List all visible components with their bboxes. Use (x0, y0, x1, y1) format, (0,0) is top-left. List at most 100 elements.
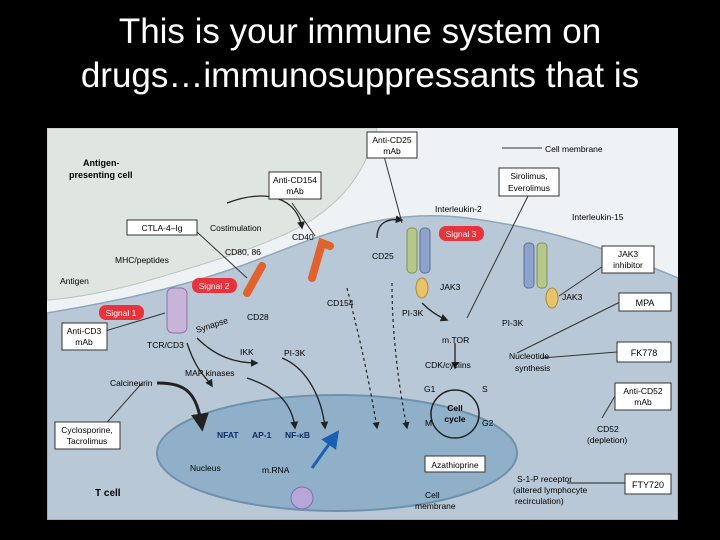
cd40-arrow-shape (308, 237, 334, 282)
anti-cd52-label-2: mAb (634, 397, 652, 407)
mpa-box (618, 292, 672, 312)
s1p-label-3: recirculation) (515, 496, 564, 506)
pointer-ctla4 (196, 231, 248, 279)
jak3-inhibitor-box (601, 245, 655, 274)
cell-membrane-bottom-label-2: membrane (415, 501, 456, 511)
arrow-tcr-to-map (186, 342, 213, 388)
il15-receptor-shape-2 (536, 242, 548, 289)
cd52-label-1: CD52 (597, 424, 619, 434)
sirolimus-label-2: Everolimus (508, 183, 550, 193)
tcr-cd3-label: TCR/CD3 (147, 340, 184, 350)
immunosuppressant-diagram: Anti-CD25 mAb Anti-CD154 mAb Sirolimus, … (47, 128, 678, 520)
cyclosporine-label-1: Cyclosporine, (61, 425, 113, 435)
cell-membrane-top-label: Cell membrane (545, 144, 603, 154)
slide-title-line-1: This is your immune system on (118, 12, 602, 51)
tcr-shape (166, 287, 188, 334)
antigen-label: Antigen (60, 276, 89, 286)
cd28-arrow-shape (243, 262, 266, 297)
signal1-badge (99, 305, 144, 320)
cd40-label: CD40 (292, 232, 314, 242)
jak3-inhibitor-label-1: JAK3 (618, 249, 639, 259)
apc-label-1: Antigen- (83, 158, 120, 168)
arrow-cd25-dashed (391, 282, 410, 430)
cd25-receptor-shape-2 (419, 227, 431, 274)
slide-title: This is your immune system on drugs…immu… (0, 10, 720, 98)
cd52-label-2: (depletion) (587, 435, 627, 445)
anti-cd154-label-1: Anti-CD154 (273, 175, 317, 185)
t-cell-label: T cell (95, 488, 121, 499)
pi3k-a-label: PI-3K (402, 308, 424, 318)
interleukin15-label: Interleukin-15 (572, 212, 624, 222)
sirolimus-box (498, 167, 560, 197)
anti-cd3-box (61, 322, 108, 351)
pi3k-c-label: PI-3K (284, 348, 306, 358)
pointer-cyclosporine (101, 382, 143, 429)
ctla4-label: CTLA-4–Ig (141, 223, 182, 233)
costimulation-label: Costimulation (210, 223, 262, 233)
signal3-badge (439, 226, 484, 241)
g1-label: G1 (424, 384, 436, 394)
arrow-calcineurin-to-nfat (156, 381, 209, 432)
nucleotide-label-1: Nucleotide (509, 351, 549, 361)
interleukin2-label: Interleukin-2 (435, 204, 482, 214)
sirolimus-label-1: Sirolimus, (510, 171, 547, 181)
mrna-label: m.RNA (262, 465, 290, 475)
cd154-label: CD154 (327, 298, 354, 308)
apc-label-2: presenting cell (69, 170, 133, 180)
cell-membrane-bottom-label-1: Cell (425, 490, 440, 500)
mhc-label: MHC/peptides (115, 255, 169, 265)
calcineurin-label: Calcineurin (110, 378, 153, 388)
anti-cd3-label-2: mAb (75, 337, 93, 347)
cd25-receptor-shape (406, 227, 418, 274)
pointer-mpa (516, 301, 621, 354)
nfat-label: NFAT (217, 430, 239, 440)
signal3-label: Signal 3 (446, 229, 477, 239)
transcription-arrow (310, 430, 340, 469)
fty720-box (624, 473, 672, 495)
nucleotide-label-2: synthesis (515, 363, 550, 373)
jak3-shape (415, 277, 429, 299)
signal2-label: Signal 2 (199, 281, 230, 291)
anti-cd25-label-1: Anti-CD25 (372, 135, 411, 145)
pointer-anti-cd25 (383, 155, 403, 224)
cell-cycle-circle (430, 389, 480, 439)
apc-cell (47, 128, 378, 301)
anti-cd154-label-2: mAb (286, 186, 304, 196)
pointer-anti-cd52 (601, 395, 616, 419)
pointer-anti-cd154 (291, 202, 316, 237)
anti-cd25-label-2: mAb (383, 146, 401, 156)
cell-cycle-label-2: cycle (444, 414, 466, 424)
fty720-label: FTY720 (632, 480, 664, 490)
m-label: M (425, 418, 432, 428)
pointer-sirolimus (466, 187, 533, 319)
arrow-map-to-ap1 (246, 377, 299, 430)
s-label: S (482, 384, 488, 394)
mtor-label: m.TOR (442, 335, 469, 345)
s1p-label-2: (altered lymphocyte (513, 485, 587, 495)
jak3-inhibitor-label-2: inhibitor (613, 260, 643, 270)
diagram-svg: Anti-CD25 mAb Anti-CD154 mAb Sirolimus, … (47, 128, 678, 520)
cdk-label: CDK/cyclins (425, 360, 471, 370)
map-kinases-label: MAP kinases (185, 368, 234, 378)
signal2-badge (192, 278, 237, 293)
g2-label: G2 (482, 418, 494, 428)
ap1-label: AP-1 (252, 430, 272, 440)
nfkb-label: NF-κB (285, 430, 310, 440)
mrna-shape (290, 486, 314, 510)
jak3-shape-2 (545, 287, 559, 309)
anti-cd52-label-1: Anti-CD52 (623, 386, 662, 396)
cyclosporine-label-2: Tacrolimus (67, 436, 108, 446)
il15-receptor-shape (523, 242, 535, 289)
fk778-box (616, 341, 672, 363)
anti-cd52-box (614, 382, 672, 411)
cd25-label: CD25 (372, 251, 394, 261)
jak3-a-label: JAK3 (440, 282, 461, 292)
arrow-ikk-to-nfkb (281, 357, 329, 430)
cyclosporine-box (54, 421, 121, 450)
arrow-cd154-dashed (346, 287, 380, 430)
arrow-il2-curve (376, 215, 404, 239)
azathioprine-label: Azathioprine (431, 460, 479, 470)
anti-cd25-box (366, 131, 418, 159)
cd80-86-label: CD80, 86 (225, 247, 261, 257)
pi3k-b-label: PI-3K (502, 318, 524, 328)
